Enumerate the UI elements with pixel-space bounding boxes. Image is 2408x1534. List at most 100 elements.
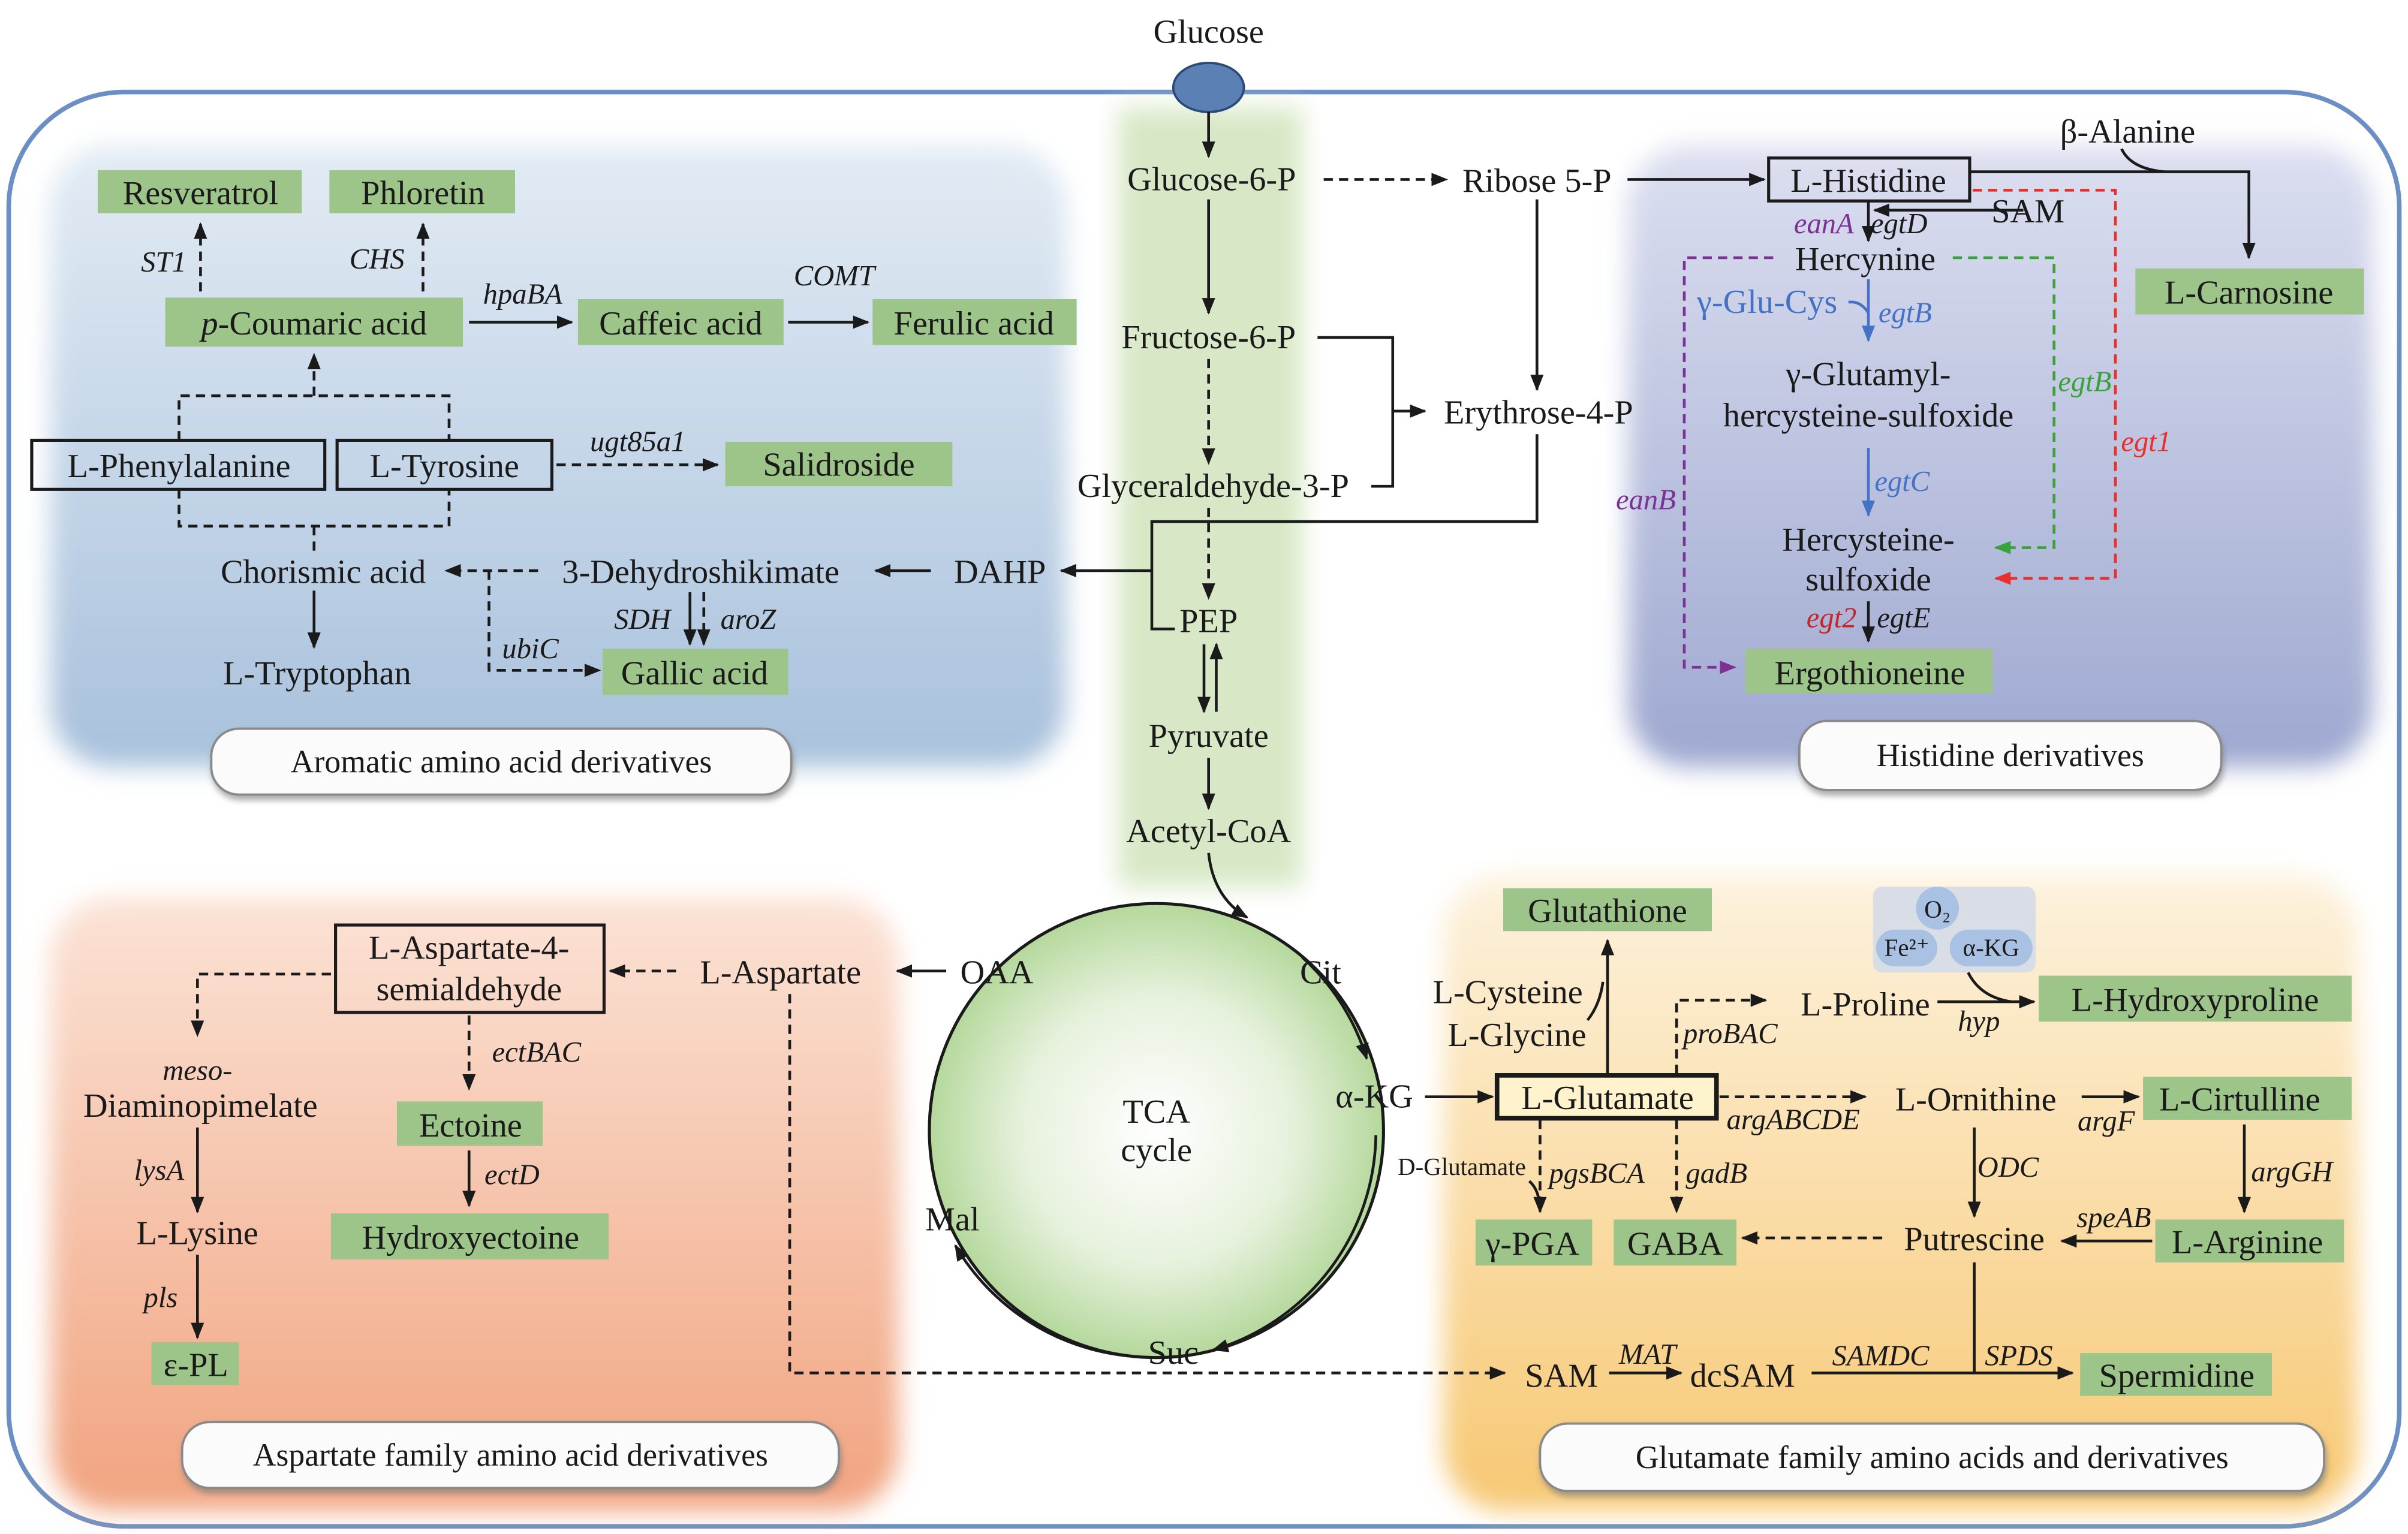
histidine-panel-label-pill [1798,719,2223,791]
label-tca-title1: TCA [1122,1093,1190,1131]
label-glutamate-dcsam: dcSAM [1690,1357,1795,1394]
label-aspartate-ectbac: ectBAC [492,1036,582,1068]
label-aspartate-dap: Diaminopimelate [83,1087,318,1125]
l-aspartate-4-semialdehyde-box [334,923,606,1014]
label-glutamate-spds: SPDS [1985,1340,2052,1372]
label-tca-oaa: OAA [961,954,1034,991]
label-central-pyruvate: Pyruvate [1149,718,1269,755]
label-tca-title2: cycle [1121,1132,1192,1169]
l-arginine-box [2155,1219,2344,1263]
epsilon-pl-box [151,1342,239,1385]
tca-arrows [954,956,1377,1358]
label-glutamate-gadb: gadB [1685,1157,1747,1189]
label-central-pep: PEP [1179,602,1238,640]
label-glutamate-pga: γ-PGA [1485,1225,1580,1262]
glutamate-panel-label-pill [1539,1422,2325,1493]
ferulic-acid-box [872,299,1077,345]
label-aromatic-gallic: Gallic acid [621,655,768,692]
label-aspartate-asa1: L-Aspartate-4- [369,929,569,966]
label-glutamate-hyp: hyp [1958,1005,2000,1038]
aromatic-panel-label-pill [210,727,793,796]
gallic-acid-box [602,649,788,695]
label-histidine-eana: eanA [1794,207,1854,240]
label-aspartate-epl: ε-PL [164,1346,228,1384]
label-aromatic-chorismic: Chorismic acid [221,553,426,590]
label-aromatic-caffeic: Caffeic acid [599,305,762,342]
label-histidine-hercynine: Hercynine [1795,240,1936,278]
label-histidine-egt2: egt2 [1807,602,1857,634]
label-histidine-egte: egtE [1877,602,1930,634]
label-glutamate-o2: O₂ [1924,896,1951,923]
label-glutamate-odc: ODC [1977,1151,2039,1183]
label-histidine-ggh1: γ-Glutamyl- [1786,355,1951,393]
label-aromatic-salidroside: Salidroside [763,446,914,483]
glutathione-box [1503,888,1712,932]
glutamate-panel [1443,874,2358,1511]
label-glutamate-pro: L-Proline [1801,986,1930,1023]
aspartate-arrows [191,964,1507,1380]
glucose-transporter [1172,61,1245,113]
label-aspartate-lysa: lysA [134,1154,184,1186]
label-aromatic-ugt: ugt85a1 [590,425,685,457]
label-aromatic-ferulic: Ferulic acid [894,305,1054,342]
label-tca-mal: Mal [925,1201,980,1238]
label-histidine-ergothioneine: Ergothioneine [1775,655,1965,692]
label-glutamate-cys: L-Cysteine [1433,974,1583,1011]
label-aromatic-resveratrol: Resveratrol [123,174,278,212]
label-tca-suc: Suc [1148,1334,1199,1372]
label-central-g3p: Glyceraldehyde-3-P [1077,468,1349,505]
cofactor-cluster [1873,887,2036,973]
label-histidine-ggh2: hercysteine-sulfoxide [1723,397,2013,434]
label-glutamate-spermidine: Spermidine [2099,1357,2255,1394]
label-glutamate-probac: proBAC [1681,1017,1778,1050]
label-histidine-egtd: egtD [1871,207,1928,240]
caffeic-acid-box [577,299,784,345]
label-histidine-eanb: eanB [1616,484,1676,516]
label-aromatic-tyr: L-Tyrosine [370,448,519,485]
histidine-panel [1627,146,2373,767]
aspartate-panel-label-pill [180,1421,840,1490]
label-histidine-hs2: sulfoxide [1805,561,1931,598]
resveratrol-box [97,170,302,213]
label-histidine-his: L-Histidine [1790,162,1946,200]
label-histidine-egtc: egtC [1874,465,1930,498]
ectoine-box [396,1101,543,1146]
label-glutamate-sam: SAM [1525,1357,1598,1394]
label-glutamate-akg: α-KG [1963,934,2019,961]
label-glutamate-speab: speAB [2076,1201,2151,1234]
label-aspartate-ectd: ectD [484,1159,540,1191]
label-aspartate-asa2: semialdehyde [377,971,562,1008]
aspartate-panel-label: Aspartate family amino acid derivatives [253,1437,768,1473]
label-aromatic-chs: CHS [350,243,405,275]
label-tca-cit: Cit [1300,954,1341,991]
salidroside-box [725,441,953,487]
label-tca-akg: α-KG [1335,1078,1413,1116]
label-aromatic-comt: COMT [794,260,877,292]
label-glutamate-glutathione: Glutathione [1528,893,1687,930]
label-aromatic-pcoumaric: p-Coumaric acid [198,305,427,342]
label-histidine-sam: SAM [1991,193,2064,230]
label-aromatic-dehydroshikimate: 3-Dehydroshikimate [562,553,839,590]
label-histidine-egtb-blue: egtB [1879,296,1932,329]
label-glutamate-mat: MAT [1618,1338,1678,1370]
label-central-acetylcoa: Acetyl-CoA [1126,813,1291,850]
label-aromatic-ubic: ubiC [502,632,559,665]
hydroxyectoine-box [330,1213,609,1259]
label-glutamate-argabcde: argABCDE [1726,1103,1859,1135]
l-glutamate-box [1494,1073,1719,1121]
label-glutamate-arggh: argGH [2251,1155,2334,1188]
label-aspartate-pls: pls [142,1281,178,1313]
label-aspartate-hydroxyectoine: Hydroxyectoine [362,1219,580,1256]
label-aromatic-sdh: SDH [614,603,672,635]
label-glutamate-argf: argF [2078,1105,2136,1137]
label-histidine-gglucys: γ-Glu-Cys [1696,284,1837,321]
glutamate-arrows [1425,938,2252,1380]
label-histidine-egtb-green: egtB [2058,366,2111,398]
gamma-pga-box [1475,1219,1593,1266]
gaba-box [1614,1219,1736,1266]
label-glutamate-cit: L-Cirtulline [2159,1081,2320,1119]
ergothioneine-box [1745,649,1993,694]
spermidine-box [2080,1353,2272,1396]
